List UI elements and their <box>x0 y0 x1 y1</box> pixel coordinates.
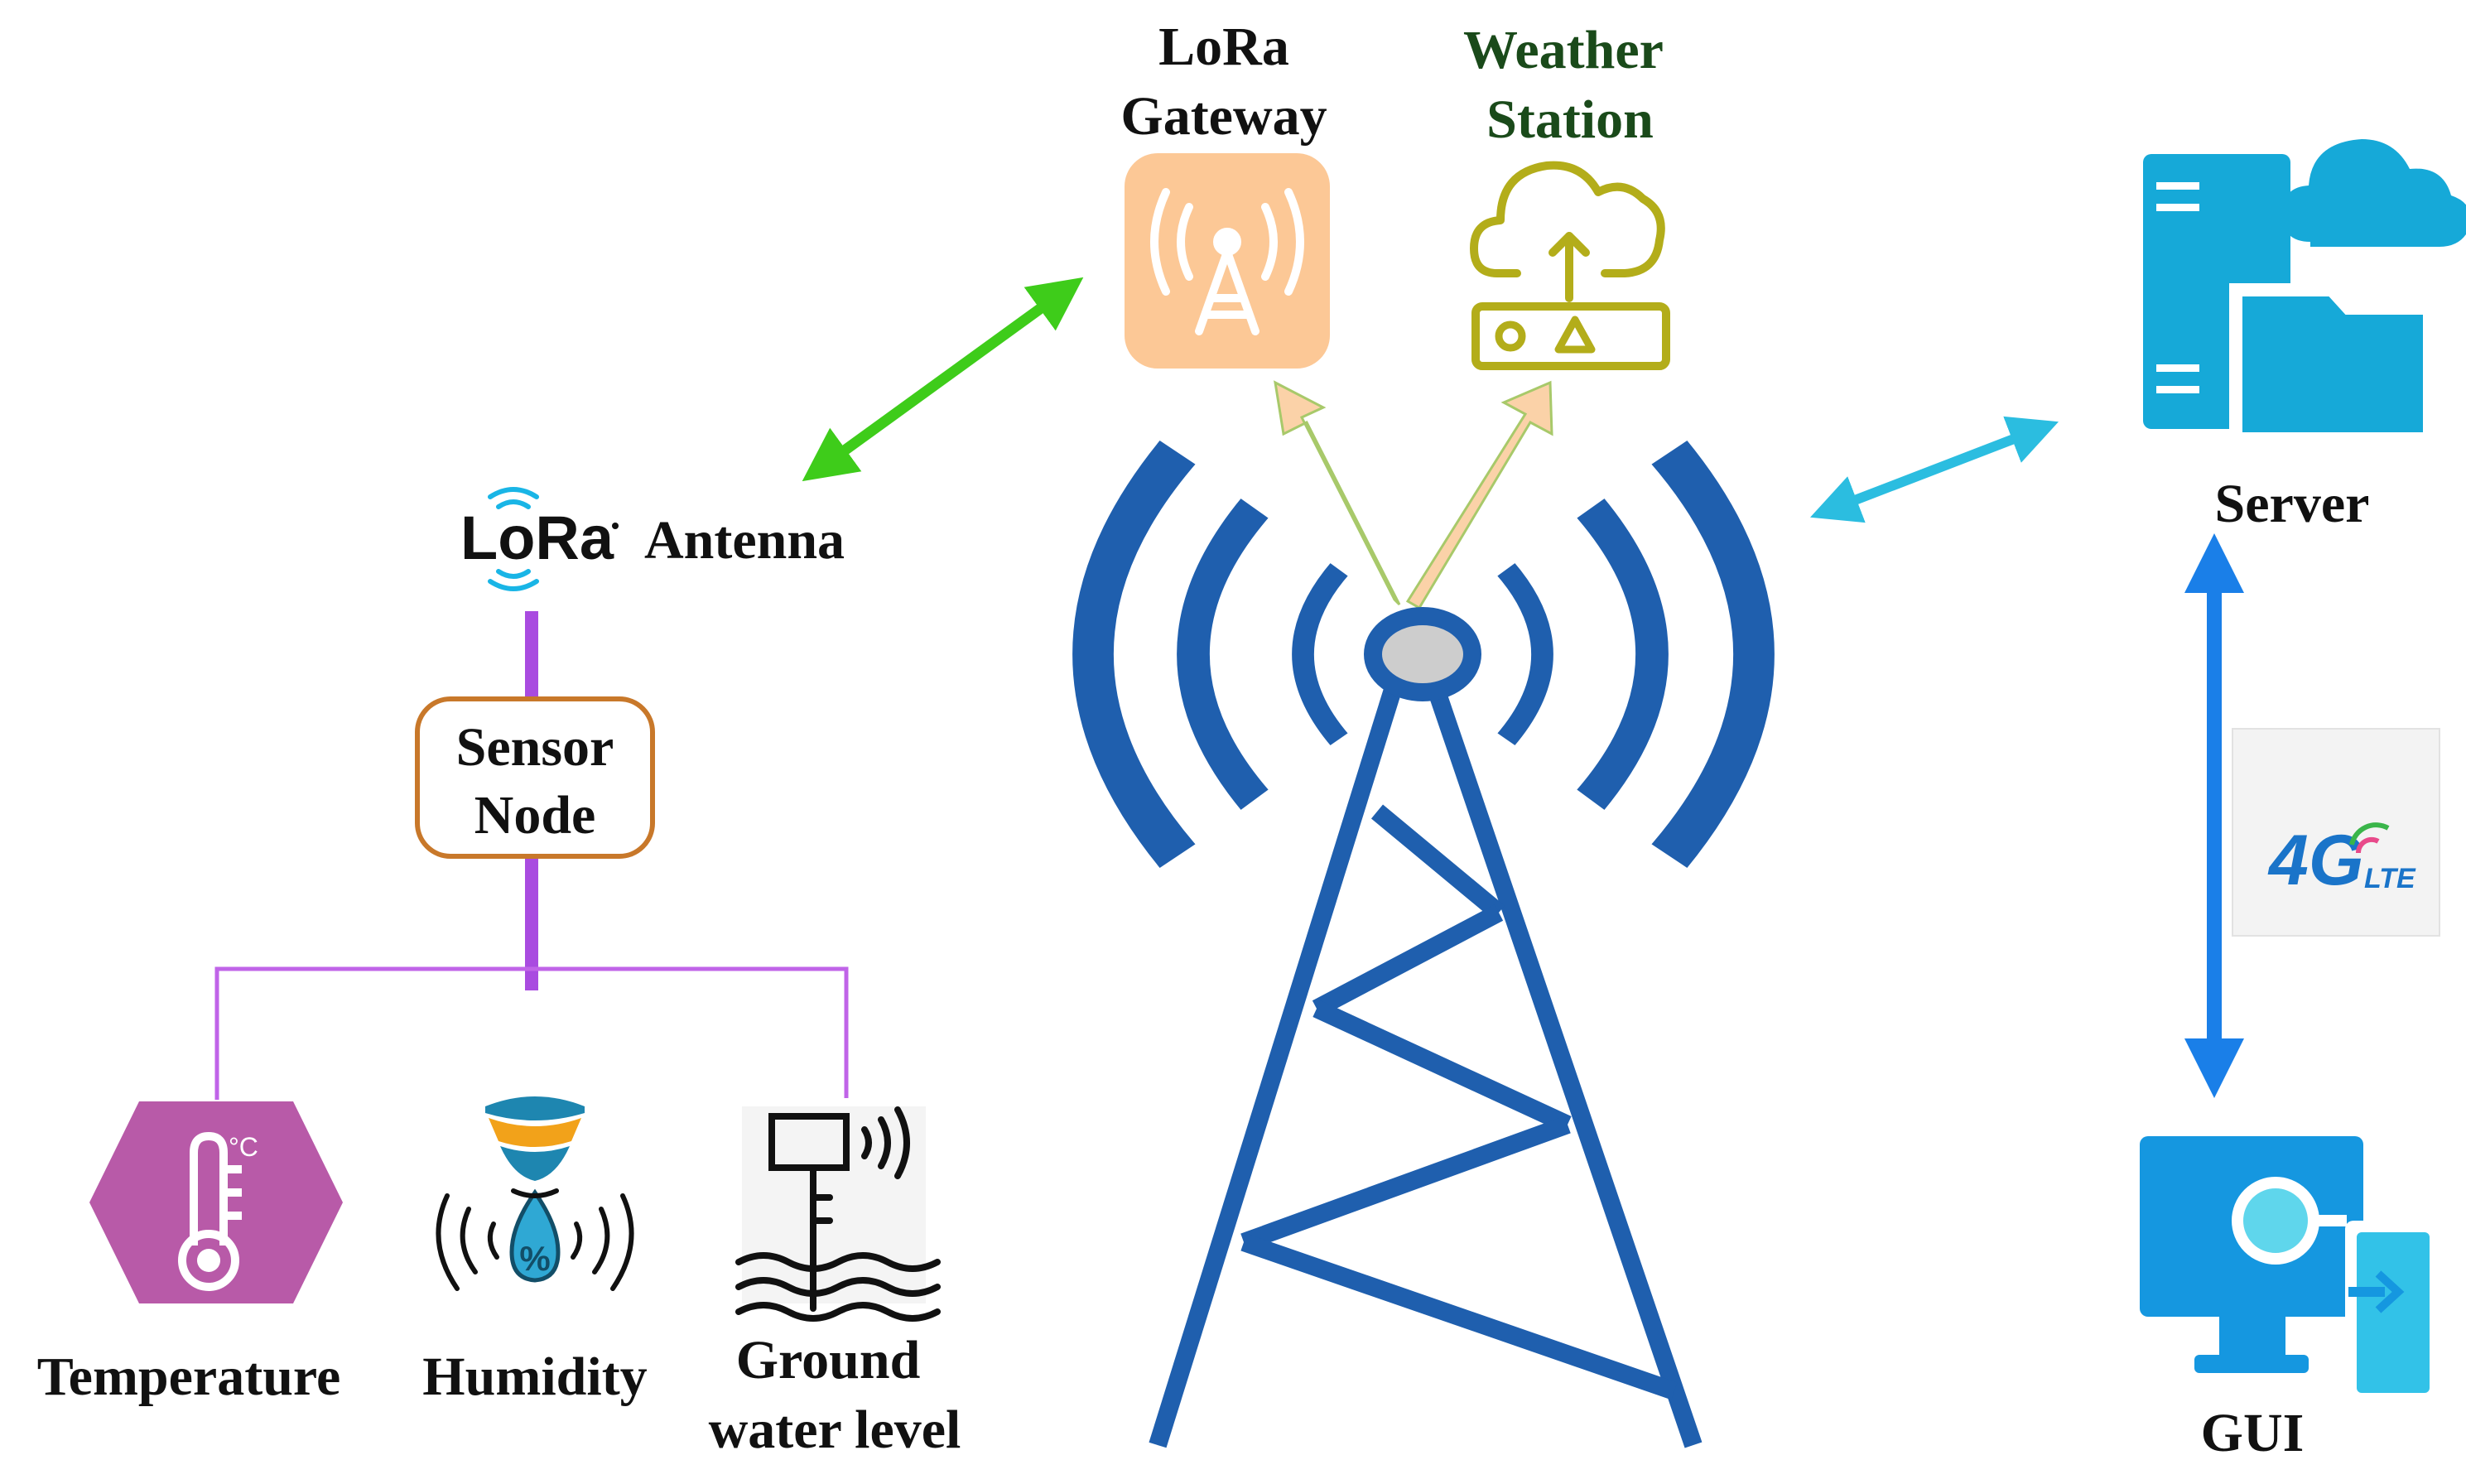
sensor-bus-line <box>214 966 849 1100</box>
humidity-label: Humidity <box>422 1347 647 1407</box>
temperature-sensor: °C <box>89 1101 343 1303</box>
tower-server-link-arrow <box>1810 416 2059 523</box>
lora-gateway-label-line1: LoRa <box>1158 17 1289 77</box>
lora-wave-icon <box>488 487 539 591</box>
lte-signal-arc-pink-icon <box>2355 836 2380 854</box>
cell-tower-icon <box>1067 433 1780 1448</box>
water-level-gauge-icon <box>735 1106 941 1322</box>
registered-mark-icon <box>612 523 619 529</box>
tower-to-weather-arrow <box>1405 380 1553 610</box>
gui-icon <box>2140 1136 2441 1404</box>
ground-water-sensor <box>735 1106 941 1322</box>
temperature-label: Temperature <box>37 1347 341 1407</box>
router-warning-icon <box>1554 316 1596 354</box>
gui-label: GUI <box>2201 1403 2305 1463</box>
cloud-upload-icon <box>1470 161 1665 302</box>
ground-water-label-line2: water level <box>709 1400 961 1460</box>
lora-link-arrow <box>802 277 1084 482</box>
weather-station-label-line1: Weather <box>1463 20 1664 80</box>
weather-station: Weather Station <box>1463 20 1670 370</box>
lora-antenna: LoRa Antenna <box>460 487 845 591</box>
server-label: Server <box>2215 474 2370 534</box>
server-icon <box>2143 139 2466 446</box>
4g-lte-badge: 4G LTE <box>2232 728 2440 937</box>
lte-suffix-text: LTE <box>2364 863 2416 894</box>
antenna-label: Antenna <box>644 510 845 571</box>
lora-gateway: LoRa Gateway <box>1120 17 1330 369</box>
lora-logo-text: LoRa <box>460 504 614 572</box>
radio-tower-icon <box>1150 188 1304 335</box>
lte-4g-text: 4G <box>2267 821 2364 900</box>
router-box-icon <box>1471 302 1670 370</box>
lte-badge-bg <box>2232 728 2440 937</box>
thermometer-icon <box>178 1131 242 1291</box>
ground-water-label-line1: Ground <box>736 1330 921 1390</box>
sensor-node-box <box>415 696 655 859</box>
lte-signal-arc-green-icon <box>2349 822 2390 846</box>
temp-unit-text: °C <box>229 1132 258 1162</box>
weather-station-label-line2: Station <box>1486 89 1654 150</box>
humidity-percent-text: % <box>519 1239 550 1278</box>
temperature-hexagon-bg <box>89 1101 343 1303</box>
sensor-node-label-line1: Sensor <box>456 717 614 778</box>
tower-to-gateway-arrow <box>1274 380 1401 606</box>
sensor-node-label-line2: Node <box>474 785 596 846</box>
humidity-wave-icon <box>436 1188 634 1291</box>
router-led-icon <box>1495 320 1526 352</box>
lora-gateway-label-line2: Gateway <box>1120 86 1327 147</box>
humidity-sensor: % <box>436 1096 634 1291</box>
